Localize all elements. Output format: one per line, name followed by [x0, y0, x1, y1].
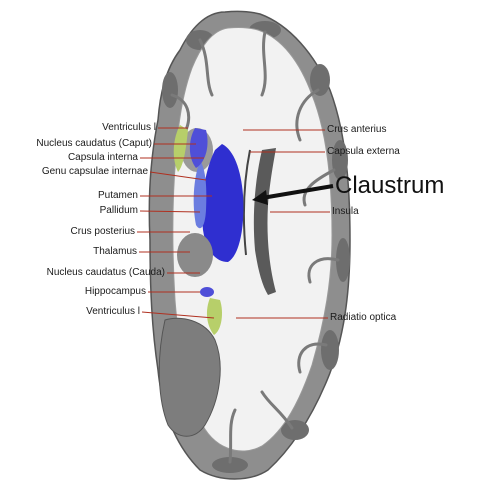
insula-band [253, 148, 276, 295]
ventricle-anterior [173, 125, 188, 172]
claustrum-arrow [252, 184, 334, 205]
label-pallidum: Pallidum [99, 205, 138, 216]
putamen [202, 144, 244, 262]
pallidum [193, 160, 207, 229]
label-ventriculus-lower: Ventriculus l [86, 306, 140, 317]
hippocampus-shape [200, 287, 214, 297]
label-capsula-externa: Capsula externa [327, 146, 400, 157]
occipital-gray-region [158, 317, 221, 437]
label-insula: Insula [332, 206, 359, 217]
ventricle-posterior [206, 298, 222, 335]
label-genu-capsulae-internae: Genu capsulae internae [41, 166, 148, 177]
label-crus-posterius: Crus posterius [70, 226, 135, 237]
label-thalamus: Thalamus [93, 246, 137, 257]
leader-lines [137, 127, 330, 319]
label-claustrum-callout: Claustrum [335, 172, 445, 199]
label-hippocampus: Hippocampus [84, 286, 146, 297]
thalamus [177, 233, 213, 277]
label-nucleus-caudatus-cauda: Nucleus caudatus (Cauda) [46, 267, 165, 278]
label-capsula-interna: Capsula interna [67, 152, 138, 163]
label-crus-anterius: Crus anterius [327, 124, 387, 135]
label-nucleus-caudatus-caput: Nucleus caudatus (Caput) [36, 138, 152, 149]
label-ventriculus-upper: Ventriculus l [102, 122, 156, 133]
label-radiatio-optica: Radiatio optica [330, 312, 397, 323]
label-putamen: Putamen [97, 190, 138, 201]
claustrum [242, 149, 251, 256]
